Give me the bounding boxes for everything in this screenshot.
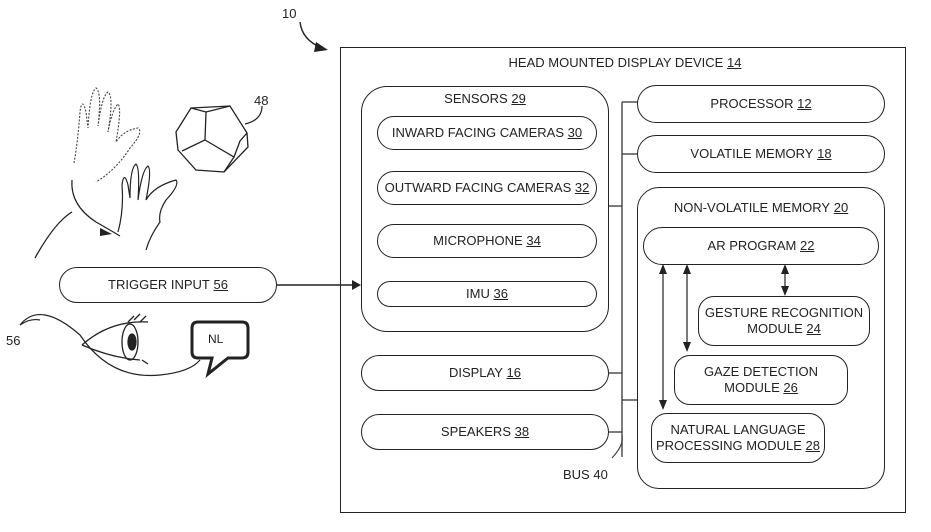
imu: IMU 36 bbox=[377, 281, 597, 307]
trigger-input-box: TRIGGER INPUT 56 bbox=[59, 267, 277, 303]
bus-leader bbox=[611, 435, 623, 459]
head-mounted-display-device bbox=[340, 47, 906, 513]
inward-facing-cameras: INWARD FACING CAMERAS 30 bbox=[377, 116, 597, 150]
bus-label: BUS 40 bbox=[563, 467, 608, 482]
hand-icon bbox=[73, 87, 141, 183]
speech-bubble-text: NL bbox=[208, 332, 224, 346]
hand-icon bbox=[71, 163, 178, 251]
sensors-title: SENSORS 29 bbox=[444, 91, 526, 106]
non-volatile-memory-group bbox=[637, 187, 885, 489]
speakers: SPEAKERS 38 bbox=[361, 414, 609, 450]
device-title: HEAD MOUNTED DISPLAY DEVICE 14 bbox=[508, 55, 742, 70]
volatile-memory: VOLATILE MEMORY 18 bbox=[637, 135, 885, 173]
ar-program: AR PROGRAM 22 bbox=[643, 227, 879, 265]
eye-icon bbox=[81, 313, 149, 365]
gaze-detection-module: GAZE DETECTION MODULE 26 bbox=[674, 355, 848, 405]
figure-ref-arrowhead bbox=[314, 42, 328, 52]
dodecahedron-icon bbox=[175, 105, 249, 173]
input-ref-label: 56 bbox=[6, 333, 21, 348]
microphone: MICROPHONE 34 bbox=[377, 224, 597, 258]
gesture-recognition-module: GESTURE RECOGNITION MODULE 24 bbox=[698, 296, 870, 346]
figure-ref-label: 10 bbox=[282, 6, 297, 21]
sensors-group bbox=[361, 86, 609, 332]
display: DISPLAY 16 bbox=[361, 355, 609, 391]
speech-bubble-icon bbox=[190, 320, 250, 378]
outward-facing-cameras: OUTWARD FACING CAMERAS 32 bbox=[377, 171, 597, 205]
object-ref-label: 48 bbox=[254, 93, 269, 108]
natural-language-processing-module: NATURAL LANGUAGE PROCESSING MODULE 28 bbox=[651, 413, 825, 463]
processor: PROCESSOR 12 bbox=[637, 85, 885, 123]
object-ref-leader bbox=[244, 105, 263, 125]
non-volatile-memory-title: NON-VOLATILE MEMORY 20 bbox=[673, 200, 849, 215]
hand-arrowhead bbox=[100, 228, 112, 236]
